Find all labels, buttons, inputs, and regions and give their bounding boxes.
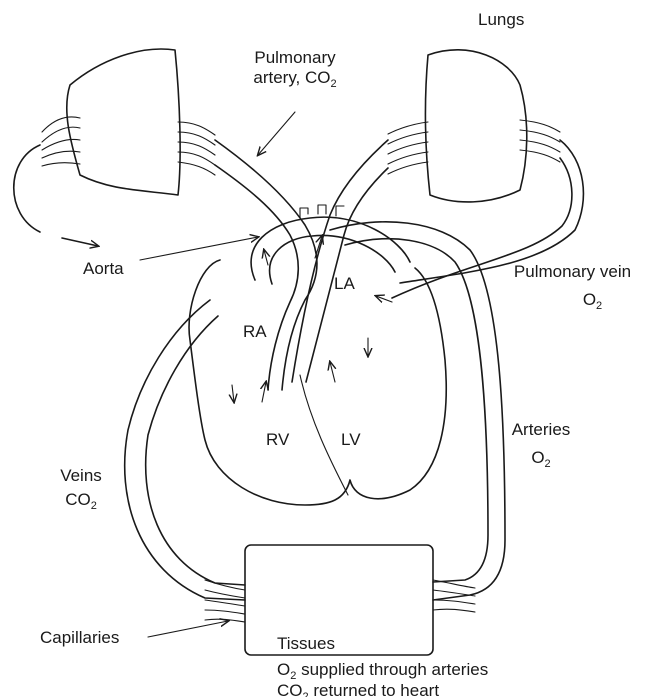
pulmonary-vein-label: Pulmonary vein O2 [500, 262, 645, 312]
pulmonary-artery-to-right-lung [292, 140, 388, 382]
pulmonary-vein-label-o2: O2 [500, 290, 645, 313]
left-lung-capillaries-inner [178, 122, 215, 175]
pulmonary-artery-label-line1: Pulmonary [225, 48, 365, 68]
left-lung-return-arrow [62, 238, 98, 246]
arteries-label-o2: O2 [500, 448, 582, 471]
pulmonary-artery-label: Pulmonary artery, CO2 [225, 48, 365, 90]
heart-flow-arrows [232, 236, 392, 402]
aorta-top-branches [300, 205, 344, 218]
pulmonary-artery-to-left-lung [215, 140, 317, 390]
tissues-capillaries-left [205, 580, 245, 622]
veins-label-co2: CO2 [50, 490, 112, 513]
arteries-label: Arteries O2 [500, 420, 582, 470]
pulmonary-artery-label-line2: artery, CO2 [225, 68, 365, 91]
systemic-vein-outer [125, 300, 245, 600]
pulmonary-vein-label-line1: Pulmonary vein [500, 262, 645, 282]
tissues-capillaries-right [433, 580, 475, 612]
aorta-arch [251, 217, 410, 280]
aorta-leader [140, 237, 258, 260]
capillaries-leader [148, 621, 228, 637]
tissues-box [245, 545, 433, 655]
systemic-vein-inner [146, 316, 245, 585]
la-label: LA [334, 274, 355, 294]
capillaries-label: Capillaries [40, 628, 119, 648]
rv-label: RV [266, 430, 289, 450]
systemic-artery-inner [345, 239, 488, 582]
veins-label-line1: Veins [50, 466, 112, 486]
ra-label: RA [243, 322, 267, 342]
left-lung [67, 49, 180, 195]
left-lung-capillaries-outer [42, 117, 80, 166]
aorta-label: Aorta [83, 259, 124, 279]
lv-label: LV [341, 430, 361, 450]
heart-outline [189, 260, 446, 505]
caption-line2: CO2 returned to heart [277, 681, 439, 697]
right-lung [426, 50, 527, 202]
pulmonary-artery-leader [258, 112, 295, 155]
left-lung-return-loop [14, 145, 40, 232]
aorta-arch-inner [270, 235, 395, 284]
caption-line1: O2 supplied through arteries [277, 660, 488, 683]
veins-label: Veins CO2 [50, 466, 112, 512]
right-lung-capillaries-inner [388, 122, 428, 174]
lungs-label: Lungs [478, 10, 524, 30]
systemic-artery-outer [330, 222, 505, 600]
arteries-label-line1: Arteries [500, 420, 582, 440]
tissues-label: Tissues [277, 634, 335, 654]
